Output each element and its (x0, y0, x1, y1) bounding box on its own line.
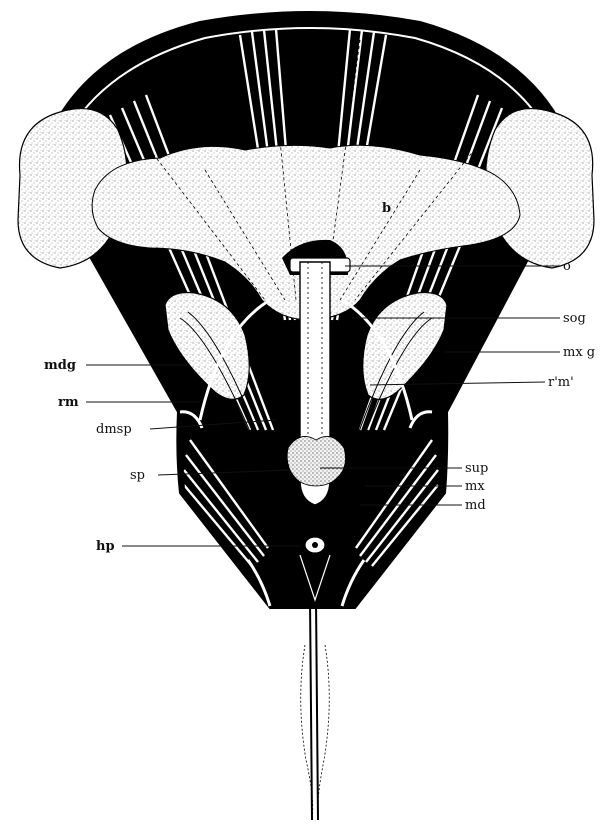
suboesophageal-ganglion (287, 436, 345, 486)
label-mx: mx (465, 479, 485, 494)
label-mxg: mx g (563, 345, 595, 360)
label-hp: hp (96, 539, 115, 554)
label-rm-prime: r'm' (548, 375, 574, 390)
label-mdg: mdg (44, 358, 76, 373)
label-sup: sup (465, 461, 488, 476)
label-dmsp: dmsp (96, 422, 132, 437)
label-sp: sp (130, 468, 145, 483)
label-md: md (465, 498, 486, 513)
label-b: b (382, 201, 391, 216)
label-o: o (563, 259, 571, 274)
label-rm: rm (58, 395, 79, 410)
label-sog: sog (563, 311, 586, 326)
